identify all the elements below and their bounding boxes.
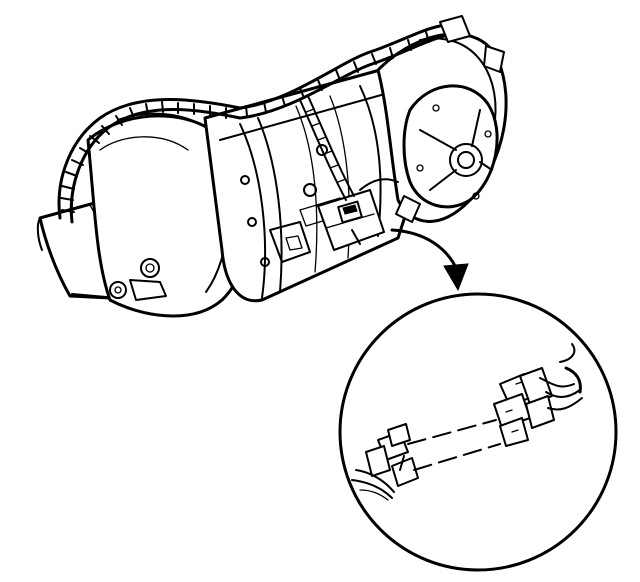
bell-housing (376, 15, 508, 223)
right-connector (493, 343, 583, 447)
alignment-lines (407, 419, 501, 471)
callout-arrow (390, 228, 469, 292)
left-connector (351, 423, 419, 501)
detail-callout-circle (338, 292, 618, 572)
wiring-harness (57, 24, 446, 224)
